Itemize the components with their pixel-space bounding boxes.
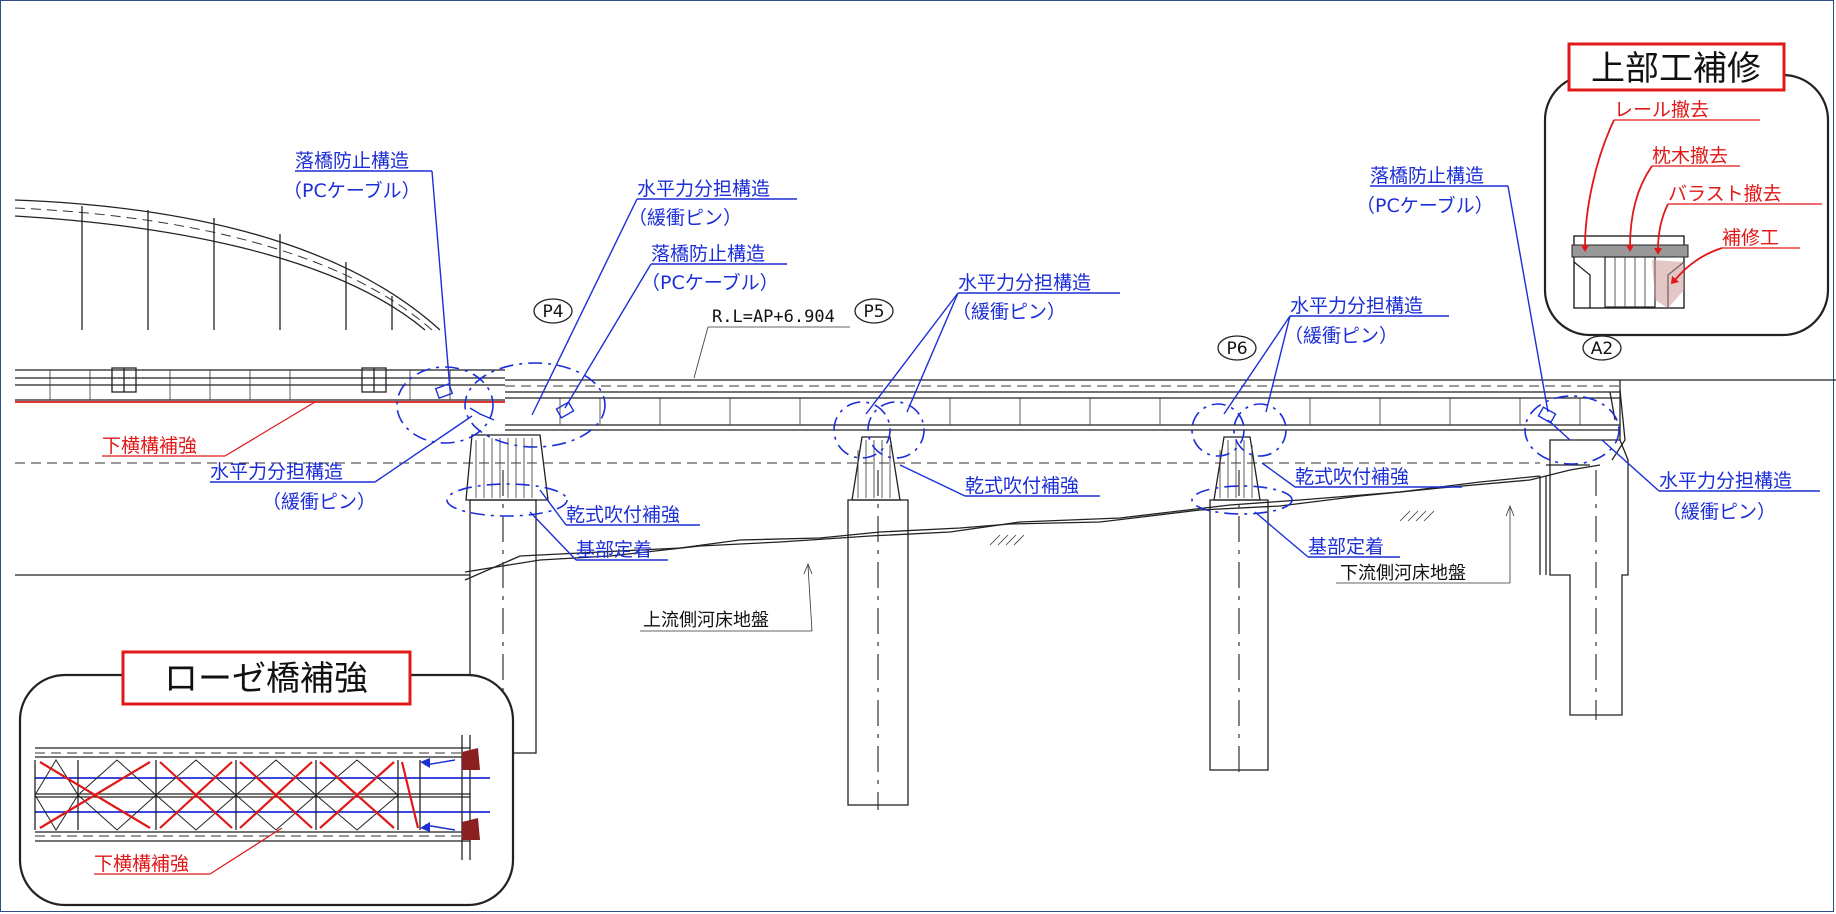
label-rakkyo-b-sub: （PCケーブル） <box>641 271 779 294</box>
label-suihei-a-sub: （緩衝ピン） <box>628 207 742 229</box>
pier-label-p4: P4 <box>542 302 563 322</box>
pier-p5 <box>847 436 909 810</box>
repair-item-2: 枕木撤去 <box>1652 145 1728 167</box>
label-rakkyo-p4: 落橋防止構造 <box>295 150 409 172</box>
arch-bridge <box>14 199 441 331</box>
label-suihei-a2: 水平力分担構造 <box>1659 470 1792 492</box>
pier-p6 <box>1209 436 1269 775</box>
repair-item-3: バラスト撤去 <box>1668 183 1782 205</box>
label-joryu: 上流側河床地盤 <box>643 610 769 631</box>
main-girder <box>505 379 1836 440</box>
pier-label-p6: P6 <box>1226 339 1247 359</box>
label-suihei-left-sub: （緩衝ピン） <box>262 491 376 513</box>
hardware-marks <box>434 383 1571 441</box>
repair-item-4: 補修工 <box>1722 227 1779 249</box>
inset-lohse: ローゼ橋補強 下横構補強 <box>18 650 515 907</box>
annotations-blue: 落橋防止構造 （PCケーブル） 水平力分担構造 （緩衝ピン） 落橋防止構造 （P… <box>210 150 1820 561</box>
label-suihei-a: 水平力分担構造 <box>637 178 770 200</box>
inset-left-title: ローゼ橋補強 <box>164 659 368 699</box>
label-suihei-p6-sub: （緩衝ピン） <box>1284 325 1398 347</box>
label-rakkyo-b: 落橋防止構造 <box>651 243 765 265</box>
riverbed-ground <box>15 464 1601 581</box>
pier-label-p5: P5 <box>863 302 884 322</box>
inset-superstructure: 上部工補修 レール撤去 枕木撤去 バラスト撤去 補修工 <box>1543 42 1830 337</box>
label-suihei-p6: 水平力分担構造 <box>1290 295 1423 317</box>
highlight-circles <box>396 362 1620 517</box>
label-karyu: 下流側河床地盤 <box>1340 563 1466 584</box>
label-kibu-p4: 基部定着 <box>576 539 652 561</box>
repair-item-1: レール撤去 <box>1614 99 1709 121</box>
label-kibu-p6: 基部定着 <box>1308 536 1384 558</box>
inset-left-label: 下横構補強 <box>94 853 189 875</box>
label-kanshiki-p4: 乾式吹付補強 <box>566 504 680 526</box>
label-kanshiki-p5: 乾式吹付補強 <box>965 475 1079 497</box>
label-rakkyo-p4-sub: （PCケーブル） <box>283 179 421 202</box>
label-rakkyo-a2-sub: （PCケーブル） <box>1356 194 1494 217</box>
pier-label-a2: A2 <box>1591 339 1613 359</box>
label-shimo-yoko: 下横構補強 <box>102 435 197 457</box>
left-girder <box>15 367 505 403</box>
label-suihei-p5: 水平力分担構造 <box>958 272 1091 294</box>
label-suihei-p5-sub: （緩衝ピン） <box>952 301 1066 323</box>
pier-markers: P4 P5 P6 A2 <box>533 298 1622 361</box>
label-suihei-a2-sub: （緩衝ピン） <box>1662 501 1776 523</box>
rl-label: R.L=AP+6.904 <box>712 307 835 327</box>
label-kanshiki-p6: 乾式吹付補強 <box>1295 466 1409 488</box>
annotations-black: 上流側河床地盤 下流側河床地盤 <box>640 504 1515 632</box>
label-suihei-left: 水平力分担構造 <box>210 461 343 483</box>
label-rakkyo-a2: 落橋防止構造 <box>1370 165 1484 187</box>
inset-right-title: 上部工補修 <box>1591 49 1761 89</box>
